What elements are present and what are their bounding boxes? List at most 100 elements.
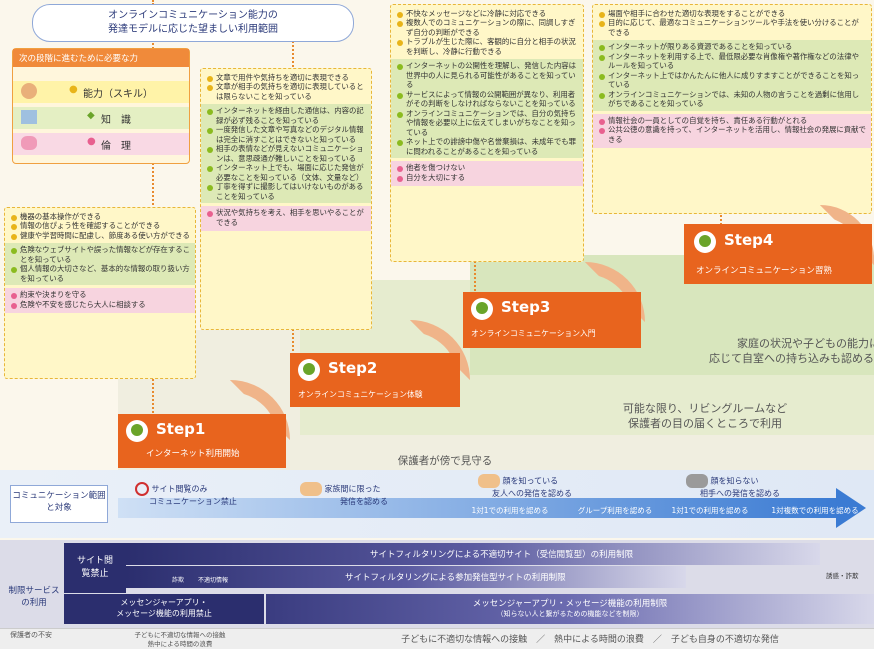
note-item: 危険や不安を感じたら大人に相談する — [10, 300, 190, 310]
legend-bullet-knowledge: ◆ — [87, 110, 95, 121]
restrict-label-box: 制限サービスの利用 — [6, 548, 62, 626]
note-item: インターネット上でも、場面に応じた発信が必要なことを知っている（文体、文量など） — [206, 163, 366, 182]
comm-arrow-head — [836, 488, 866, 528]
legend-bullet-ethics: ● — [87, 136, 96, 147]
msg-block-box: メッセンジャーアプリ・ メッセージ機能の利用禁止 — [64, 594, 264, 624]
note-item: 文章が相手の気持ちを適切に表現しているとは限らないことを知っている — [206, 82, 366, 101]
note-item: 丁寧を得ずに撮影してはいけないものがあることを知っている — [206, 182, 366, 201]
note-item: 健康や学習時間に配慮し、節度ある使い方ができる — [10, 231, 190, 241]
comm-label-box: コミュニケーション範囲と対象 — [10, 485, 108, 523]
note-item: インターネットの公開性を理解し、発信した内容は世界中の人に見られる可能性があるこ… — [396, 61, 578, 89]
note-section-ethics: 他者を傷つけない自分を大切にする — [391, 161, 583, 186]
zone-label-own-room-a: 家庭の状況や子どもの能力に — [737, 337, 874, 350]
legend-label-skill: 能力（スキル） — [83, 89, 153, 100]
comm-item-1-sub: コミュニケーション禁止 — [149, 497, 237, 506]
note-item: 情報社会の一員としての自覚を持ち、責任ある行動がとれる — [598, 116, 866, 126]
header-line-2: 発達モデルに応じた望ましい利用範囲 — [108, 24, 278, 35]
comm-arrow — [118, 498, 838, 518]
note-item: オンラインコミュニケーションでは、未知の人物の言うことを過剰に信用しがちであるこ… — [598, 90, 866, 109]
restrict-tag-2: 不適切情報 — [198, 577, 229, 584]
note-item: 情報の信ぴょう性を確認することができる — [10, 221, 190, 231]
msg-block-label-a: メッセンジャーアプリ・ — [120, 598, 208, 607]
comm-item-2-sub: 発信を認める — [340, 497, 388, 506]
legend-row-knowledge: ◆ 知 識 — [13, 107, 189, 129]
note-item: 複数人でのコミュニケーションの際に、同調しすぎず自分の判断ができる — [396, 18, 578, 37]
family-icon — [300, 482, 322, 496]
note-item: 目的に応じて、最適なコミュニケーションツールや手法を使い分けることができる — [598, 18, 866, 37]
note-item: 公共公徳の意識を持って、インターネットを活用し、情報社会の発展に貢献できる — [598, 125, 866, 144]
legend-label-ethics: 倫 理 — [101, 141, 131, 152]
legend-row-ethics: ● 倫 理 — [13, 133, 189, 155]
comm-item-4-sub: 相手への発信を認める — [700, 489, 780, 498]
note-section-ethics: 情報社会の一員としての自覚を持ち、責任ある行動がとれる公共公徳の意識を持って、イ… — [593, 113, 871, 149]
comm-item-4: 顔を知らない 相手への発信を認める — [686, 474, 856, 499]
restrict-row-3-text: メッセンジャーアプリ・メッセージ機能の利用制限 — [472, 599, 668, 609]
sprout-icon — [298, 359, 320, 381]
note-item: ネット上での誹謗中傷や名誉棄損は、未成年でも罪に問われることがあることを知ってい… — [396, 137, 578, 156]
site-block-label: サイト閲覧禁止 — [76, 556, 113, 579]
comm-label: コミュニケーション範囲と対象 — [12, 491, 106, 513]
step-4-number: Step4 — [724, 231, 774, 249]
step-4-badge: Step4 オンラインコミュニケーション習熟 — [684, 224, 872, 284]
note-item: 自分を大切にする — [396, 173, 578, 182]
legend-bullet-skill: ● — [69, 84, 78, 95]
requirements-note-step4: 場面や相手に合わせた適切な表現をすることができる目的に応じて、最適なコミュニケー… — [592, 4, 872, 214]
msg-block-label-b: メッセージ機能の利用禁止 — [116, 609, 212, 618]
header-banner: オンラインコミュニケーション能力の 発達モデルに応じた望ましい利用範囲 — [32, 4, 354, 42]
comm-item-4-title: 顔を知らない — [710, 476, 759, 486]
note-section-knowledge: インターネットの公開性を理解し、発信した内容は世界中の人に見られる可能性があるこ… — [391, 59, 583, 159]
note-section-skill: 機器の基本操作ができる情報の信ぴょう性を確認することができる健康や学習時間に配慮… — [10, 212, 190, 241]
note-item: インターネットを経由した通信は、内容の記録が必ず残ることを知っている — [206, 106, 366, 125]
step-1-badge: Step1 インターネット利用開始 — [118, 414, 286, 468]
comm-item-3-title: 顔を知っている — [502, 476, 559, 486]
step-2-name: オンラインコミュニケーション体験 — [298, 390, 423, 399]
footer-left-b: 熱中による時間の浪費 — [147, 640, 213, 648]
restrict-row-3: メッセンジャーアプリ・メッセージ機能の利用制限 （知らない人と繋がるための機能な… — [266, 594, 874, 624]
note-section-ethics: 約束や決まりを守る危険や不安を感じたら大人に相談する — [5, 288, 195, 314]
note-item: 場面や相手に合わせた適切な表現をすることができる — [598, 9, 866, 19]
sprout-icon — [126, 420, 148, 442]
legend-row-skill: ● 能力（スキル） — [13, 81, 189, 103]
comm-item-2-title: 家族間に限った — [324, 484, 381, 494]
note-section-ethics: 状況や気持ちを考え、相手を思いやることができる — [201, 206, 371, 232]
note-item: オンラインコミュニケーションでは、自分の気持ちや情報を必要以上に伝えてしまいがち… — [396, 109, 578, 137]
note-item: 機器の基本操作ができる — [10, 212, 190, 222]
step-2-number: Step2 — [328, 359, 378, 377]
plant-icon — [694, 231, 716, 253]
book-icon — [21, 110, 37, 124]
zone-label-living-a: 可能な限り、リビングルームなど — [622, 402, 788, 415]
requirements-note-step1: 機器の基本操作ができる情報の信ぴょう性を確認することができる健康や学習時間に配慮… — [4, 207, 196, 379]
note-section-knowledge: インターネットが限りある資源であることを知っているインターネットを利用する上で、… — [593, 40, 871, 111]
step-1-number: Step1 — [156, 420, 206, 438]
restrict-row-1 — [126, 543, 820, 565]
note-item: インターネット上ではかんたんに他人に成りすますことができることを知っている — [598, 71, 866, 90]
friends-icon — [478, 474, 500, 488]
comm-sub-2: グループ利用を認める — [577, 506, 653, 515]
no-comm-icon — [135, 482, 149, 496]
note-item: 一度発信した文章や写真などのデジタル情報は完全に消すことはできないと知っている — [206, 125, 366, 144]
note-section-skill: 文章で用件や気持ちを適切に表現できる文章が相手の気持ちを適切に表現しているとは限… — [206, 73, 366, 101]
comm-item-3: 顔を知っている 友人への発信を認める — [478, 474, 648, 499]
comm-item-3-sub: 友人への発信を認める — [492, 489, 572, 498]
note-section-skill: 場面や相手に合わせた適切な表現をすることができる目的に応じて、最適なコミュニケー… — [598, 9, 866, 37]
comm-sub-3: 1対1での利用を認める — [671, 506, 749, 515]
restrict-tag-1: 詐欺 — [172, 577, 185, 584]
note-item: 不快なメッセージなどに冷静に対応できる — [396, 9, 578, 19]
note-item: 相手の表情などが見えないコミュニケーションは、意思疎通が難しいことを知っている — [206, 144, 366, 163]
restrict-right-tag: 誘惑・詐欺 — [826, 572, 859, 580]
restrict-row-3-sub: （知らない人と繋がるための機能などを制限） — [496, 610, 644, 618]
note-item: 文章で用件や気持ちを適切に表現できる — [206, 73, 366, 83]
legend-label-knowledge: 知 識 — [101, 115, 131, 126]
comm-item-2: 家族間に限った 発信を認める — [300, 482, 460, 507]
requirements-note-step3: 不快なメッセージなどに冷静に対応できる複数人でのコミュニケーションの際に、同調し… — [390, 4, 584, 262]
step-3-number: Step3 — [501, 298, 551, 316]
note-item: 状況や気持ちを考え、相手を思いやることができる — [206, 208, 366, 227]
note-section-skill: 不快なメッセージなどに冷静に対応できる複数人でのコミュニケーションの際に、同調し… — [396, 9, 578, 56]
zone-label-own-room-b: 応じて自室への持ち込みも認める — [709, 352, 874, 365]
step-3-badge: Step3 オンラインコミュニケーション入門 — [463, 292, 641, 348]
legend-title: 次の段階に進むために必要な力 — [13, 49, 189, 67]
person-icon — [21, 83, 37, 99]
footer-right: 子どもに不適切な情報への接触 ／ 熱中による時間の浪費 ／ 子ども自身の不適切な… — [401, 635, 779, 645]
site-block-box: サイト閲覧禁止 — [64, 543, 126, 593]
footer-label: 保護者の不安 — [10, 631, 52, 639]
